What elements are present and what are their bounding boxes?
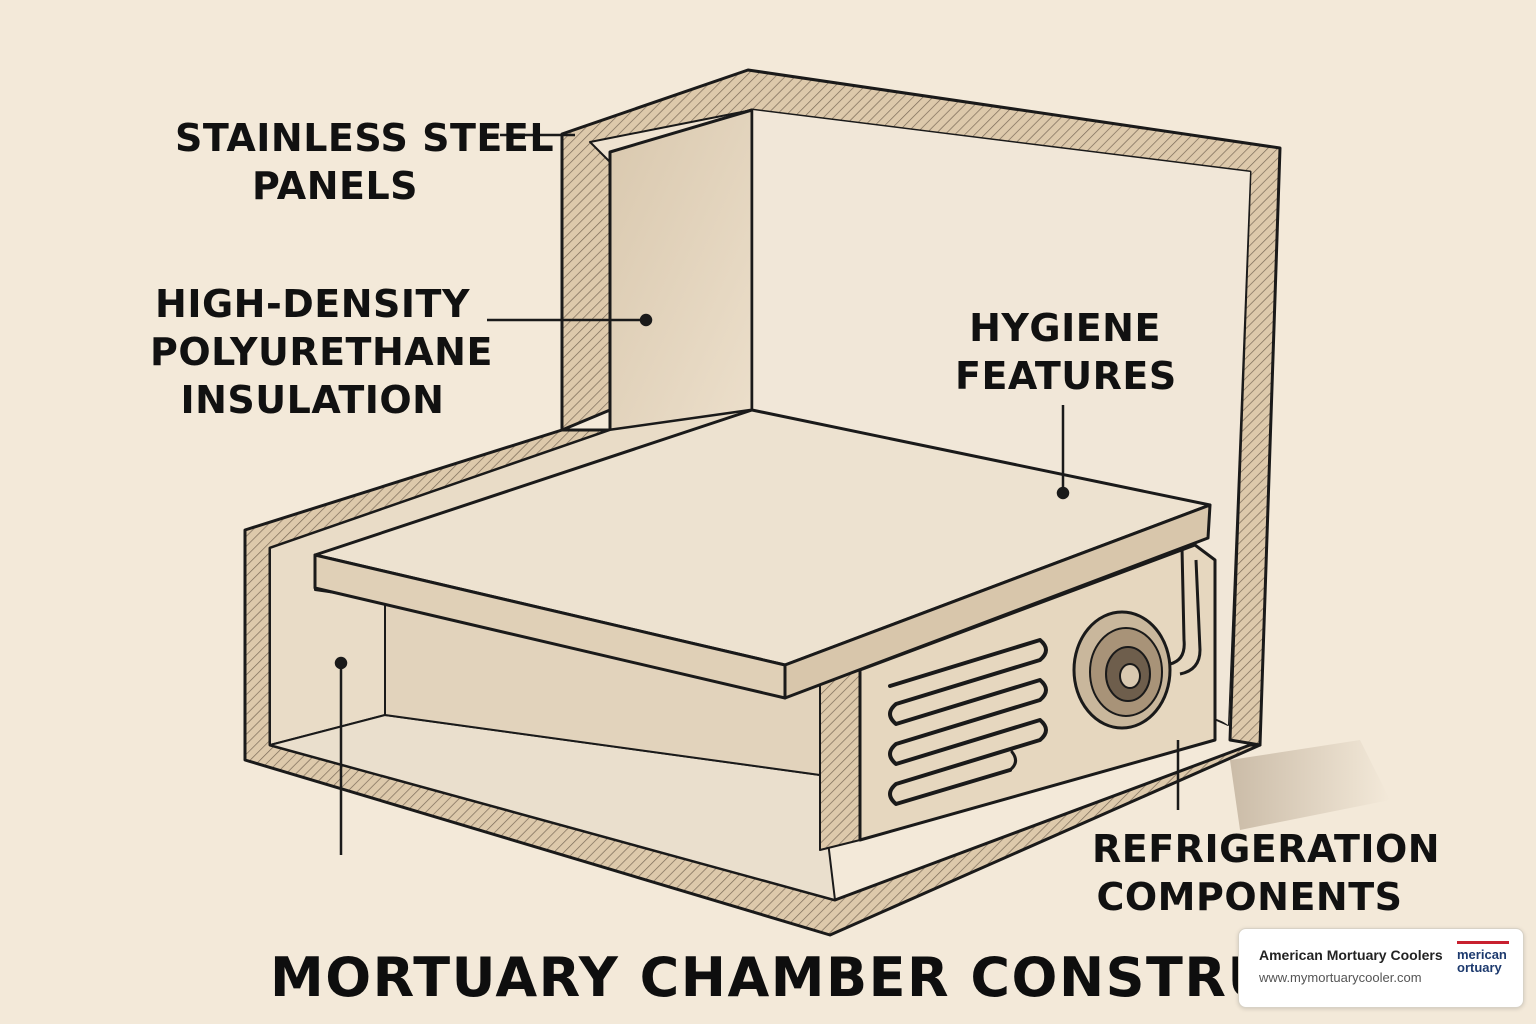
- diagram-title: MORTUARY CHAMBER CONSTRUCTION: [270, 946, 1468, 1009]
- insulation-label-line-3: INSULATION: [180, 378, 445, 422]
- leader-lines: [334, 133, 1180, 855]
- brand-logo-line-2: ortuary: [1457, 960, 1502, 975]
- stainless-steel-label-line-2: PANELS: [251, 164, 419, 208]
- refrigeration-label-line-2: COMPONENTS: [1096, 875, 1403, 919]
- insulation-label: HIGH-DENSITY POLYURETHANE INSULATION: [150, 280, 493, 424]
- brand-url[interactable]: www.mymortuarycooler.com: [1259, 970, 1422, 985]
- hygiene-label: HYGIENE FEATURES: [955, 304, 1177, 400]
- refrigeration-label-line-1: REFRIGERATION: [1092, 827, 1441, 871]
- fan-icon: [1072, 610, 1172, 730]
- brand-logo-line-1: merican: [1457, 947, 1507, 962]
- insulation-label-line-2: POLYURETHANE: [150, 330, 493, 374]
- brand-name: American Mortuary Coolers: [1259, 947, 1443, 963]
- stainless-steel-label-line-1: STAINLESS STEEL: [175, 116, 555, 160]
- stainless-steel-label: STAINLESS STEEL PANELS: [175, 114, 555, 210]
- coil: [888, 638, 1048, 806]
- insulation-label-line-1: HIGH-DENSITY: [155, 282, 470, 326]
- tray: [313, 408, 1212, 700]
- lower-enclosure: [243, 409, 1262, 937]
- refrigeration-label: REFRIGERATION COMPONENTS: [1092, 825, 1441, 921]
- brand-badge[interactable]: American Mortuary Coolers www.mymortuary…: [1238, 928, 1524, 1008]
- pipe: [1169, 547, 1186, 666]
- floor-shadow: [1230, 740, 1390, 830]
- refrigeration-unit: [858, 543, 1217, 842]
- hygiene-label-line-1: HYGIENE: [969, 306, 1161, 350]
- hygiene-label-line-2: FEATURES: [955, 354, 1177, 398]
- brand-logo: merican ortuary: [1457, 941, 1509, 993]
